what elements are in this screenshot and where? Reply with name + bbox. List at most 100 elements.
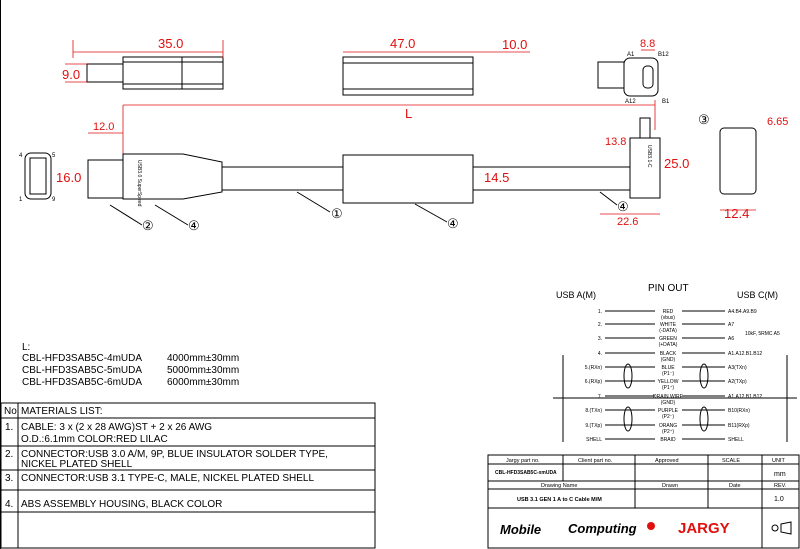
pin-c-label: A1.A12.B1.B12 bbox=[728, 351, 762, 357]
wire-color-label: WHITE bbox=[660, 322, 677, 328]
projection-symbol-icon bbox=[771, 524, 779, 532]
svg-text:L:: L: bbox=[22, 342, 30, 353]
callout-4-a: ④ bbox=[188, 218, 200, 233]
logo-jargy: JARGY bbox=[678, 520, 730, 537]
usb-a-face-view: 4 5 1 9 bbox=[19, 152, 56, 203]
svg-text:1.0: 1.0 bbox=[774, 496, 784, 503]
svg-text:No: No bbox=[4, 406, 17, 417]
wire-color-label: BLACK bbox=[660, 351, 677, 357]
dim-25: 25.0 bbox=[664, 156, 689, 171]
wire-signal-label: (-DATA) bbox=[659, 328, 677, 334]
svg-text:1.: 1. bbox=[5, 422, 13, 433]
usb-c-end-view: 8.8 A1 B12 A12 B1 bbox=[597, 38, 670, 105]
pinout-diagram: PIN OUT USB A(M) USB C(M) 10kF, 5RMC A5 … bbox=[553, 283, 797, 443]
dim-14-5: 14.5 bbox=[484, 170, 509, 185]
pin-a-label: 1. bbox=[598, 309, 602, 315]
length-variants: L: CBL-HFD3SAB5C-4mUDA 4000mm±30mm CBL-HF… bbox=[22, 342, 239, 388]
wire-signal-label: (GND) bbox=[661, 400, 676, 406]
usb-a-print: USB3.0 SuperSpeed bbox=[136, 160, 142, 207]
callout-1: ① bbox=[331, 206, 343, 221]
pin-4-label: 4 bbox=[19, 153, 23, 159]
svg-text:REV.: REV. bbox=[774, 483, 787, 489]
svg-text:NICKEL PLATED SHELL: NICKEL PLATED SHELL bbox=[21, 459, 133, 470]
dim-12-4: 12.4 bbox=[724, 206, 749, 221]
pin-c-label: B11(RXp) bbox=[728, 423, 750, 429]
wire-signal-label: (P2⁻) bbox=[662, 414, 674, 420]
materials-table: No MATERIALS LIST: 1. CABLE: 3 x (2 x 28… bbox=[0, 402, 376, 549]
wire-color-label: PURPLE bbox=[658, 408, 679, 414]
svg-text:3.: 3. bbox=[5, 473, 13, 484]
usb-c-print: USB3.1-C bbox=[646, 145, 652, 168]
pin-a-label: 7. bbox=[598, 394, 602, 400]
svg-text:CBL-HFD3SAB5C-xmUDA: CBL-HFD3SAB5C-xmUDA bbox=[495, 470, 557, 476]
svg-text:4.: 4. bbox=[5, 499, 13, 510]
pin-a-label: 9.(TXp) bbox=[585, 423, 602, 429]
pin-a-label: 4. bbox=[598, 351, 602, 357]
pin-a1-label: A1 bbox=[627, 52, 635, 58]
wire-color-label: BRAID bbox=[660, 437, 676, 443]
svg-text:PIN OUT: PIN OUT bbox=[648, 283, 689, 294]
svg-text:Jargy part no.: Jargy part no. bbox=[506, 458, 540, 464]
pin-c-label: SHELL bbox=[728, 437, 744, 443]
wire-color-label: ORANG bbox=[659, 423, 677, 429]
pin-c-label: A3(TXn) bbox=[728, 365, 747, 371]
svg-text:USB C(M): USB C(M) bbox=[737, 290, 778, 300]
svg-text:MATERIALS LIST:: MATERIALS LIST: bbox=[21, 406, 103, 417]
wire-color-label: YELLOW bbox=[658, 379, 679, 385]
wire-signal-label: (+DATA) bbox=[659, 342, 678, 348]
pin-b1-label: B1 bbox=[662, 99, 670, 105]
callout-4-b: ④ bbox=[447, 216, 459, 231]
svg-text:CABLE: 3 x (2 x 28 AWG)ST + 2: CABLE: 3 x (2 x 28 AWG)ST + 2 x 26 AWG bbox=[21, 422, 212, 433]
svg-text:ABS ASSEMBLY HOUSING, BLACK CO: ABS ASSEMBLY HOUSING, BLACK COLOR bbox=[21, 499, 222, 510]
cable-side-view: USB3.0 SuperSpeed USB3.1-C bbox=[87, 117, 757, 207]
pin-c-label: A6 bbox=[728, 336, 734, 342]
dim-6-65: 6.65 bbox=[767, 116, 788, 128]
wire-signal-label: (P1⁻) bbox=[662, 371, 674, 377]
pin-1-label: 1 bbox=[19, 197, 23, 203]
svg-text:Drawn: Drawn bbox=[662, 483, 678, 489]
wire-signal-label: (vbus) bbox=[661, 315, 675, 321]
dim-47: 47.0 bbox=[390, 36, 415, 51]
svg-text:4000mm±30mm: 4000mm±30mm bbox=[167, 353, 239, 364]
svg-text:SCALE: SCALE bbox=[722, 458, 740, 464]
svg-text:mm: mm bbox=[774, 471, 786, 478]
callout-3: ③ bbox=[698, 112, 710, 127]
pin-c-label: A1.A12.B1.B12 bbox=[728, 394, 762, 400]
svg-text:Client part no.: Client part no. bbox=[578, 458, 613, 464]
svg-text:5000mm±30mm: 5000mm±30mm bbox=[167, 365, 239, 376]
callout-2: ② bbox=[142, 218, 154, 233]
pin-a12-label: A12 bbox=[625, 99, 636, 105]
svg-text:USB A(M): USB A(M) bbox=[556, 290, 596, 300]
svg-text:CBL-HFD3SAB5C-4mUDA: CBL-HFD3SAB5C-4mUDA bbox=[22, 353, 142, 364]
svg-text:CBL-HFD3SAB5C-6mUDA: CBL-HFD3SAB5C-6mUDA bbox=[22, 377, 142, 388]
title-block: Jargy part no. Client part no. Approved … bbox=[487, 454, 800, 549]
pin-c-label: A7 bbox=[728, 322, 734, 328]
dim-22-6: 22.6 bbox=[617, 216, 638, 228]
pin-a-label: 5.(RXn) bbox=[585, 365, 603, 371]
dim-12: 12.0 bbox=[93, 121, 114, 133]
wire-color-label: BLUE bbox=[661, 365, 675, 371]
svg-text:O.D.:6.1mm COLOR:RED LILAC: O.D.:6.1mm COLOR:RED LILAC bbox=[21, 434, 168, 445]
svg-text:2.: 2. bbox=[5, 449, 13, 460]
callouts: ② ④ ① ④ ④ ③ bbox=[109, 112, 710, 233]
pin-a-label: 8.(TXn) bbox=[585, 408, 602, 414]
pin-a-label: 3. bbox=[598, 336, 602, 342]
svg-text:6000mm±30mm: 6000mm±30mm bbox=[167, 377, 239, 388]
svg-text:Drawing Name: Drawing Name bbox=[541, 483, 577, 489]
dim-35: 35.0 bbox=[158, 36, 183, 51]
svg-text:CONNECTOR:USB 3.0 A/M, 9P, BLU: CONNECTOR:USB 3.0 A/M, 9P, BLUE INSULATO… bbox=[21, 449, 328, 460]
usb-a-top-view: 35.0 9.0 bbox=[62, 36, 224, 90]
svg-text:10kF, 5RMC A5: 10kF, 5RMC A5 bbox=[745, 331, 780, 337]
svg-text:CBL-HFD3SAB5C-5mUDA: CBL-HFD3SAB5C-5mUDA bbox=[22, 365, 142, 376]
dim-13-8: 13.8 bbox=[605, 136, 626, 148]
pin-c-label: B10(RXn) bbox=[728, 408, 750, 414]
callout-4-c: ④ bbox=[617, 199, 629, 214]
logo-mobile: Mobile bbox=[500, 522, 541, 537]
wire-signal-label: (P2⁺) bbox=[662, 429, 674, 435]
wire-signal-label: (P1⁺) bbox=[662, 385, 674, 391]
runner-logo-icon bbox=[647, 522, 655, 530]
pin-a-label: 2. bbox=[598, 322, 602, 328]
pin-c-label: A2(TXp) bbox=[728, 379, 747, 385]
pin-a-label: SHELL bbox=[586, 437, 602, 443]
